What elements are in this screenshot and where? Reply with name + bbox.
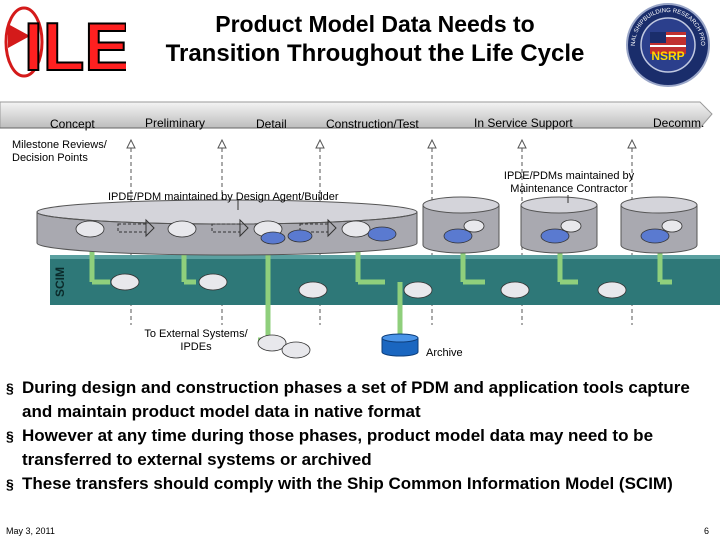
external-systems-icons [257, 334, 311, 359]
footer-date: May 3, 2011 [6, 526, 55, 536]
ile-logo: ILE [4, 6, 126, 80]
bullet-marker-icon: § [6, 476, 14, 492]
phase-construction-test: Construction/Test [326, 117, 419, 131]
bullet-item: § These transfers should comply with the… [6, 472, 718, 496]
phase-in-service-support: In Service Support [474, 116, 573, 130]
design-agent-label: IPDE/PDM maintained by Design Agent/Buil… [108, 191, 339, 203]
transfer-arrows [117, 218, 337, 238]
milestone-label: Milestone Reviews/ Decision Points [12, 139, 107, 164]
archive-cylinder [381, 333, 419, 357]
bullet-text: During design and construction phases a … [22, 378, 690, 421]
scim-model-icons [110, 273, 627, 299]
bullet-list: § During design and construction phases … [6, 376, 718, 496]
maintenance-pdm-cylinder [620, 196, 698, 254]
nsrp-seal: NSRP NATIONAL SHIPBUILDING RESEARCH PROG… [623, 2, 710, 87]
page-number: 6 [704, 526, 710, 536]
bullet-marker-icon: § [6, 428, 14, 444]
life-cycle-phase-band [0, 101, 713, 129]
scim-label: SCIM [53, 267, 67, 297]
bullet-marker-icon: § [6, 380, 14, 396]
bullet-item: § However at any time during those phase… [6, 424, 718, 472]
model-icons [75, 219, 683, 245]
data-flow-diagram: SCIM [36, 138, 720, 359]
page-title-line2: Transition Throughout the Life Cycle [165, 40, 585, 67]
design-pdm-cylinder [36, 199, 418, 256]
phase-preliminary: Preliminary [145, 116, 206, 130]
bullet-text: However at any time during those phases,… [22, 426, 654, 469]
connectors [89, 248, 672, 343]
seal-mark: NSRP [651, 49, 684, 63]
logo-text: ILE [24, 9, 126, 80]
external-systems-label: To External Systems/ IPDEs [144, 328, 248, 353]
bullet-text: These transfers should comply with the S… [22, 474, 673, 493]
phase-detail: Detail [256, 117, 287, 131]
phase-decomm: Decomm. [653, 116, 705, 130]
maintenance-pdm-cylinder [422, 196, 500, 254]
phase-concept: Concept [50, 117, 95, 131]
page-title-line1: Product Model Data Needs to [215, 11, 535, 37]
maintenance-contractor-label: IPDE/PDMs maintained by Maintenance Cont… [503, 170, 635, 195]
archive-label: Archive [426, 347, 463, 359]
bullet-item: § During design and construction phases … [6, 376, 718, 424]
maintenance-pdm-cylinder [520, 196, 598, 254]
